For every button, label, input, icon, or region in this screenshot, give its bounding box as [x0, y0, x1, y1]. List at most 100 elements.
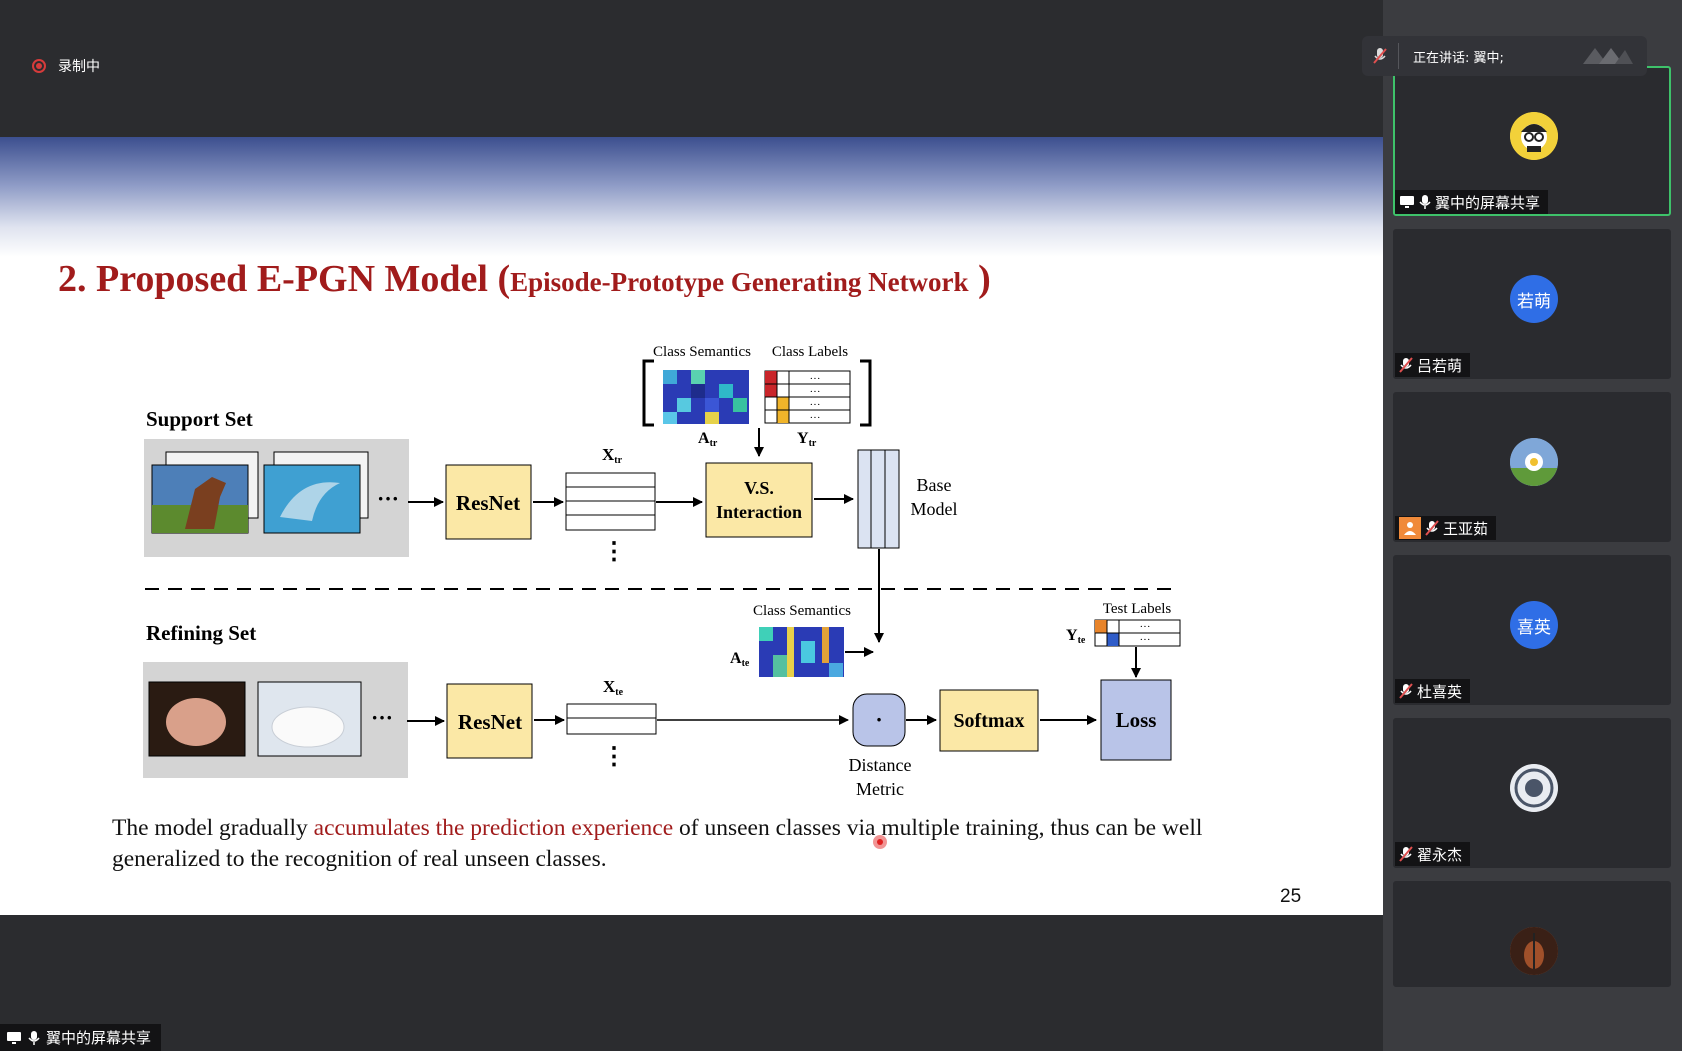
support-ellipsis: ···	[377, 486, 399, 511]
base-model-line1: Base	[917, 475, 952, 495]
avatar: 喜英	[1510, 601, 1558, 649]
participant-nameplate: 翼中的屏幕共享	[1395, 190, 1549, 214]
participant-nameplate: 吕若萌	[1395, 353, 1471, 377]
refining-set-label: Refining Set	[146, 621, 256, 645]
loss-box	[1100, 679, 1172, 761]
caption-text: The model gradually	[112, 815, 314, 841]
a-te-symbol: Ate	[730, 650, 750, 669]
participant-tile[interactable]: 若萌 吕若萌	[1393, 229, 1671, 379]
left-bracket	[642, 359, 654, 427]
avatar	[1510, 112, 1558, 160]
daisy-avatar-icon	[1510, 438, 1558, 486]
class-semantics-test-label: Class Semantics	[753, 603, 851, 619]
avatar	[1510, 764, 1558, 812]
right-bracket	[860, 359, 872, 427]
speaker-label: 正在讲话: 翼中;	[1413, 50, 1504, 66]
slide-title-close: )	[968, 258, 991, 300]
mic-muted-icon	[1399, 357, 1413, 373]
app-logo-icon	[1579, 44, 1635, 68]
participant-tile[interactable]: 喜英 杜喜英	[1393, 555, 1671, 705]
slide-title-sub: Episode-Prototype Generating Network	[510, 267, 969, 297]
participant-nameplate: 翟永杰	[1395, 842, 1471, 866]
participant-nameplate: 杜喜英	[1395, 679, 1471, 703]
speaker-mic-muted-icon[interactable]	[1362, 47, 1398, 65]
test-labels-table: ··· ···	[1094, 619, 1181, 647]
x-tr-features	[565, 472, 656, 531]
participant-name: 翟永杰	[1417, 845, 1463, 864]
presentation-slide: 2. Proposed E-PGN Model (Episode-Prototy…	[0, 137, 1383, 915]
class-semantics-matrix	[663, 370, 749, 424]
distance-metric-node	[852, 693, 906, 747]
softmax-box	[939, 689, 1039, 752]
mic-muted-icon	[1425, 520, 1439, 536]
slide-caption: The model gradually accumulates the pred…	[112, 813, 1262, 875]
base-model-block	[857, 449, 900, 549]
class-labels-table: ··· ··· ··· ···	[764, 370, 851, 424]
recording-label: 录制中	[58, 59, 100, 75]
class-semantics-label: Class Semantics	[653, 344, 751, 360]
x-te-features	[566, 703, 657, 735]
participant-name: 王亚茹	[1443, 519, 1489, 538]
a-tr-symbol: Atr	[698, 430, 718, 449]
screen-share-label-text: 翼中的屏幕共享	[46, 1029, 152, 1047]
laser-pointer-icon	[873, 835, 887, 849]
violin-avatar-icon	[1510, 927, 1558, 975]
resnet-top-label: ResNet	[456, 491, 520, 515]
test-labels-label: Test Labels	[1103, 601, 1172, 617]
user-badge-icon	[1399, 517, 1421, 539]
mic-icon	[28, 1030, 40, 1046]
recording-indicator[interactable]: 录制中	[32, 56, 100, 76]
screen-share-label: 翼中的屏幕共享	[0, 1024, 162, 1051]
slide-header-gradient	[0, 137, 1383, 257]
vs-label-line2: Interaction	[716, 502, 802, 522]
caption-text-end: of unseen classes via multiple training,…	[112, 815, 1203, 872]
softmax-label: Softmax	[953, 710, 1024, 732]
resnet-bottom-label: ResNet	[458, 710, 522, 734]
avatar	[1510, 438, 1558, 486]
avatar-initials: 喜英	[1517, 617, 1551, 638]
participant-name: 翼中的屏幕共享	[1435, 193, 1541, 212]
distance-label-line1: Distance	[849, 755, 912, 775]
active-speaker-bar: 正在讲话: 翼中;	[1362, 36, 1647, 76]
screen-share-icon	[1399, 195, 1415, 209]
emblem-avatar-icon	[1510, 764, 1558, 812]
class-labels-cell-dots: ···	[810, 399, 821, 411]
participant-name: 杜喜英	[1417, 682, 1463, 701]
mic-muted-icon	[1399, 846, 1413, 862]
epgn-diagram: Class Semantics Class Labels	[143, 344, 1181, 799]
participant-tile[interactable]: 翟永杰	[1393, 718, 1671, 868]
slide-page-number: 25	[1280, 886, 1302, 907]
speaker-divider	[1398, 43, 1399, 69]
shared-screen-area: 录制中 2. Proposed E-PGN Model (Episode-Pro…	[0, 0, 1383, 1051]
test-labels-cell-dots: ···	[1140, 634, 1151, 646]
x-te-symbol: Xte	[603, 677, 624, 698]
participant-tile[interactable]	[1393, 881, 1671, 987]
base-model-line2: Model	[911, 499, 958, 519]
mic-icon	[1419, 194, 1431, 210]
screen-share-icon	[6, 1031, 22, 1045]
slide-title: 2. Proposed E-PGN Model (Episode-Prototy…	[58, 257, 991, 301]
slide-title-main: 2. Proposed E-PGN Model (	[58, 258, 511, 300]
class-labels-label: Class Labels	[772, 344, 848, 360]
class-labels-cell-dots: ···	[810, 373, 821, 385]
vs-label-line1: V.S.	[744, 478, 774, 498]
participant-tile[interactable]: 王亚茹	[1393, 392, 1671, 542]
vs-interaction-box	[705, 462, 813, 538]
resnet-bottom-box	[446, 683, 533, 759]
class-semantics-test-matrix	[759, 627, 844, 677]
x-tr-vdots: ⋮	[602, 539, 626, 565]
resnet-top-box	[445, 464, 532, 540]
caption-highlight: accumulates the prediction experience	[313, 815, 674, 841]
avatar: 若萌	[1510, 275, 1558, 323]
test-labels-cell-dots: ···	[1140, 621, 1151, 633]
avatar	[1510, 927, 1558, 975]
participant-tile[interactable]: 翼中的屏幕共享	[1393, 66, 1671, 216]
x-te-vdots: ⋮	[602, 744, 626, 770]
refining-ellipsis: ···	[371, 705, 393, 730]
participant-name: 吕若萌	[1417, 356, 1463, 375]
x-tr-symbol: Xtr	[602, 445, 623, 466]
cartoon-avatar-icon	[1510, 112, 1558, 160]
y-te-symbol: Yte	[1066, 627, 1086, 646]
y-tr-symbol: Ytr	[797, 430, 817, 449]
support-set-label: Support Set	[146, 407, 253, 431]
